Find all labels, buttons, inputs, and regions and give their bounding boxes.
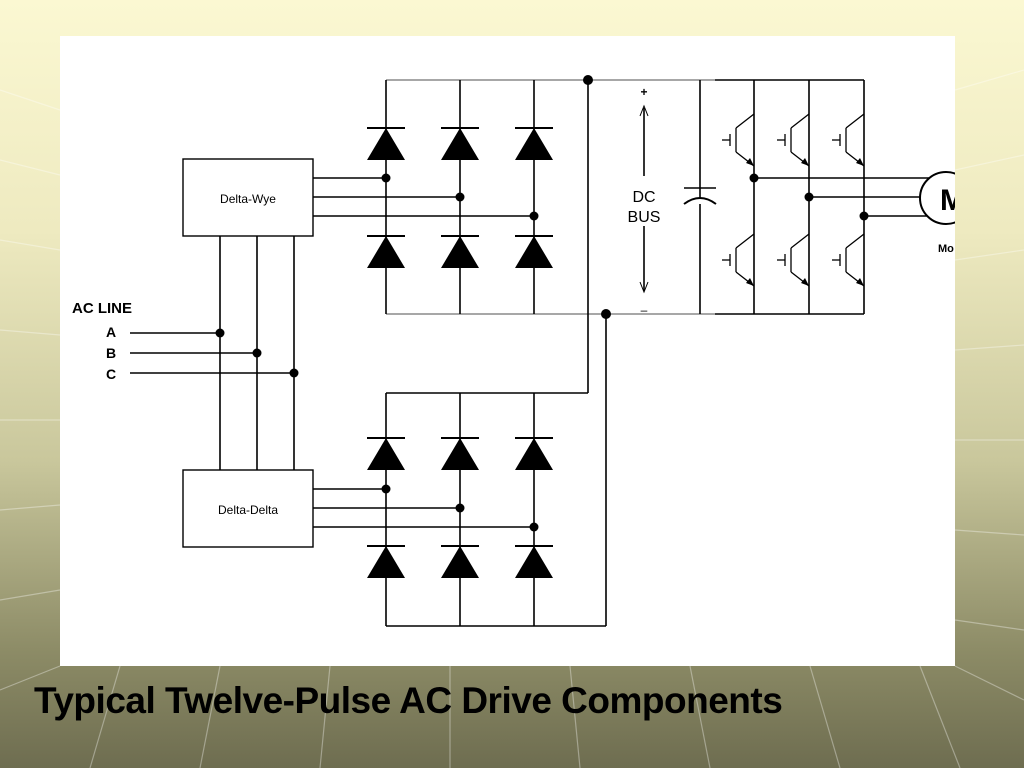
motor-symbol: M [940, 184, 955, 217]
motor-caption: Mo [938, 243, 954, 255]
bridge-interconnects [583, 75, 611, 626]
dc-bus: + – DC BUS [628, 80, 717, 317]
transformer-delta-delta [182, 469, 314, 548]
transformer-delta-wye [182, 158, 314, 237]
transformer-delta-wye-label: Delta-Wye [220, 192, 276, 206]
phase-a-label: A [106, 324, 116, 340]
dc-bus-minus: – [641, 303, 648, 317]
dc-bus-label-line2: BUS [628, 209, 661, 226]
dc-bus-label-line1: DC [632, 189, 655, 206]
ac-line-wires [130, 328, 299, 378]
diagram-panel: Delta-Wye Delta-Delta AC LINE A B C [60, 36, 955, 666]
phase-b-label: B [106, 345, 116, 361]
transformer-delta-delta-label: Delta-Delta [218, 503, 278, 517]
motor: M Mo [919, 171, 955, 255]
rectifier-bridge-bottom [313, 392, 606, 627]
dc-bus-plus: + [640, 85, 647, 99]
phase-c-label: C [106, 366, 116, 382]
twelve-pulse-schematic: Delta-Wye Delta-Delta AC LINE A B C [72, 75, 955, 627]
ac-line-label: AC LINE [72, 300, 132, 317]
inverter-section [715, 79, 940, 315]
slide-title: Typical Twelve-Pulse AC Drive Components [34, 680, 783, 721]
rectifier-bridge-top [313, 79, 715, 315]
